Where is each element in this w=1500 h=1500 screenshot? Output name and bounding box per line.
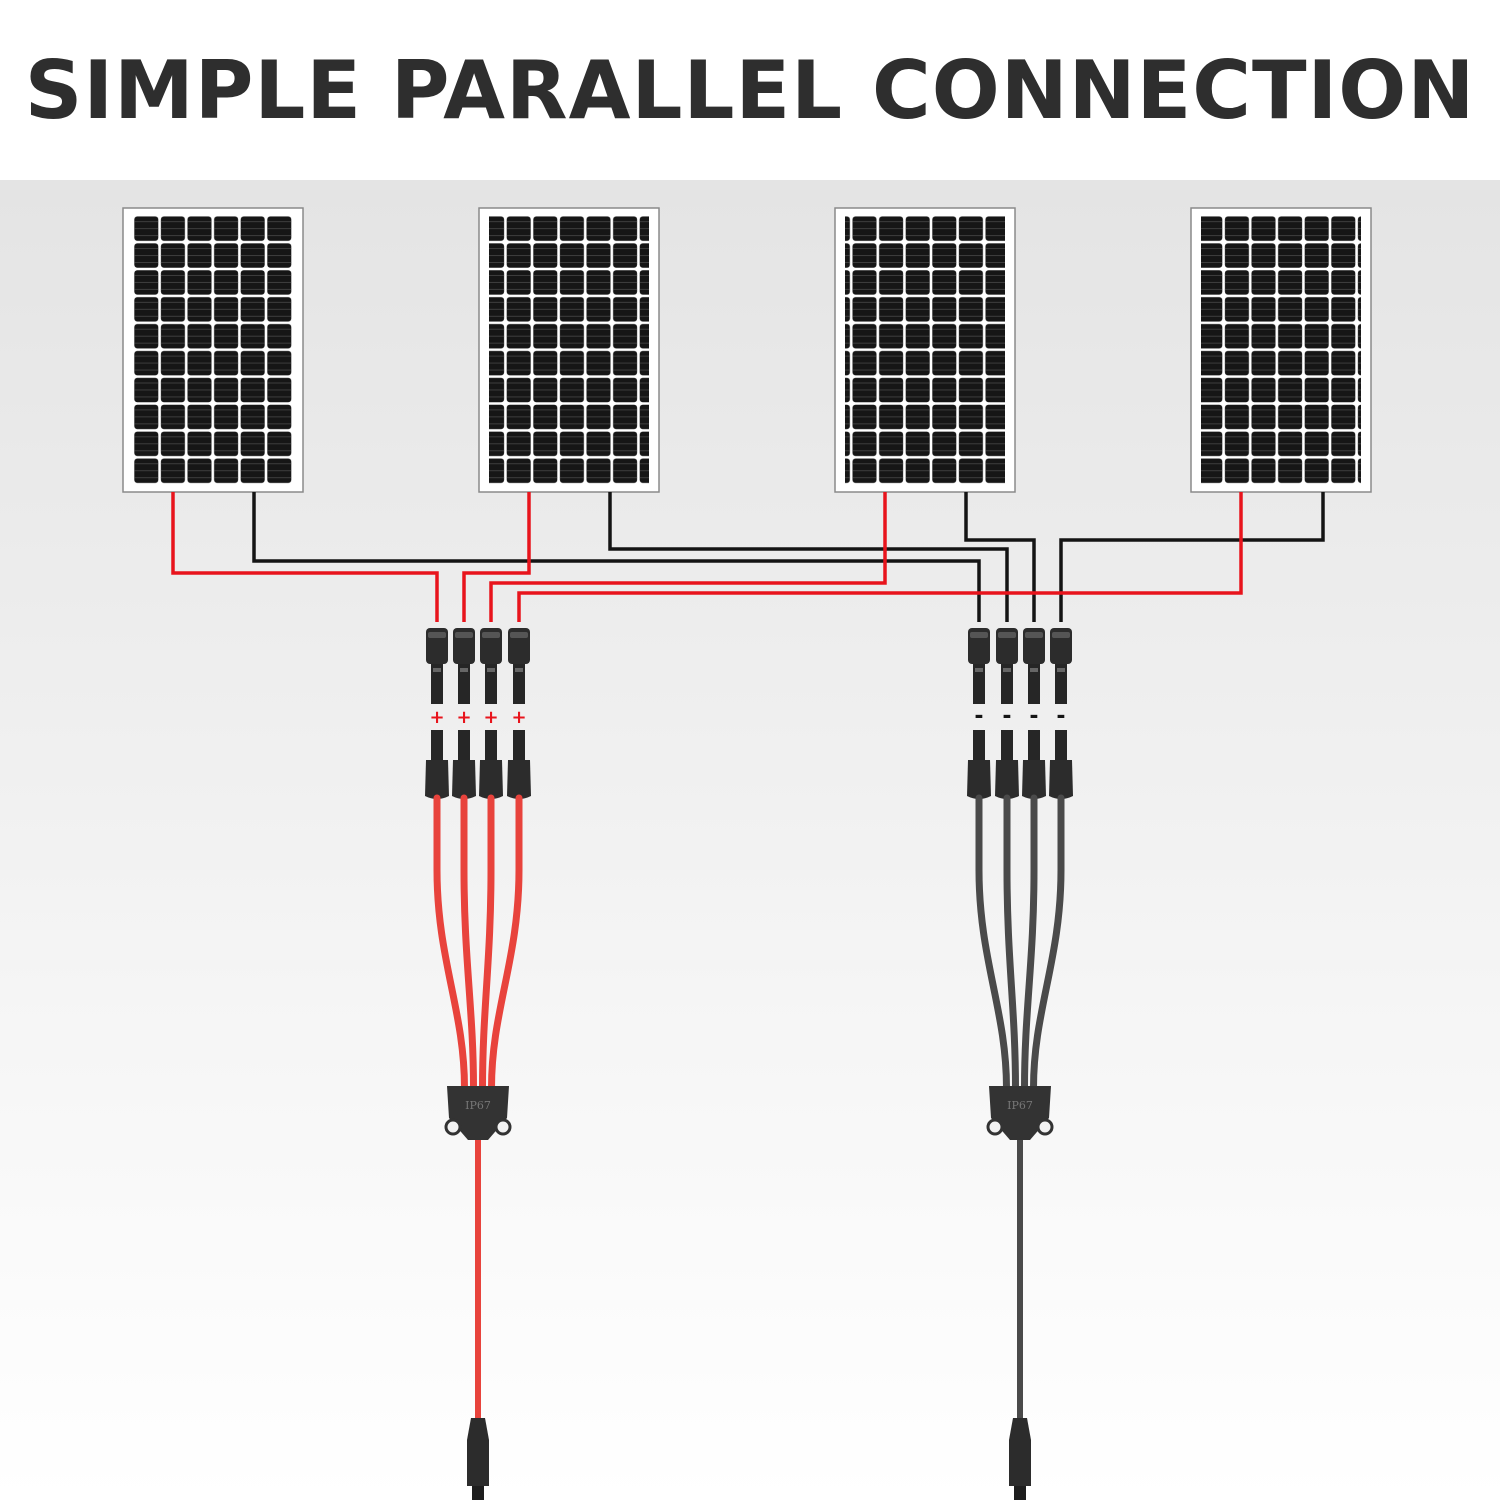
polarity-mark: - [1029,704,1038,729]
hub-mount-hole [444,1118,462,1136]
connector-ridge [455,632,473,638]
connector-body [485,664,497,704]
page-title: SIMPLE PARALLEL CONNECTION [24,43,1476,137]
socket-pin [1055,730,1067,760]
connector-body [973,664,985,704]
connector-ridge [428,632,446,638]
polarity-mark: - [1002,704,1011,729]
hub-mount-hole [1036,1118,1054,1136]
branch-hub [989,1086,1051,1140]
solar-panels [122,207,1372,493]
polarity-mark: - [974,704,983,729]
panel-wires [171,492,1325,622]
connector-ridge [482,632,500,638]
end-connector-tip [1014,1486,1026,1500]
connector-latch [487,668,495,672]
diagram-area: ++++IP67 ----IP67 [0,180,1500,1500]
socket-body [452,760,476,799]
connector-latch [1030,668,1038,672]
branch-cable [433,794,468,1092]
connector-ridge [970,632,988,638]
socket-pin [1028,730,1040,760]
positive-wire [489,492,887,622]
branch-hub [447,1086,509,1140]
panel-cells [489,216,649,485]
connector-latch [515,668,523,672]
connector-body [513,664,525,704]
socket-body [425,760,449,799]
positive-branch-connector: + + + + IP67 [425,628,531,1500]
polarity-mark: + [456,707,471,728]
hub-label: IP67 [1007,1099,1033,1112]
header: SIMPLE PARALLEL CONNECTION [0,0,1500,180]
wiring-diagram: ++++IP67 ----IP67 [122,207,1372,1500]
connector-ridge [1052,632,1070,638]
hub-mount-hole [986,1118,1004,1136]
connector-body [431,664,443,704]
connector-ridge [998,632,1016,638]
connector-latch [433,668,441,672]
positive-wire [462,492,531,622]
negative-wire [608,492,1009,622]
socket-body [1049,760,1073,799]
branch-cable [488,794,523,1092]
socket-body [967,760,991,799]
hub-mount-hole [494,1118,512,1136]
hub-label: IP67 [465,1099,491,1112]
branch-cable [1030,794,1065,1092]
connector-ridge [510,632,528,638]
solar-panel-4 [1190,207,1372,493]
panel-cells [1201,216,1361,485]
end-connector [467,1418,489,1486]
socket-pin [431,730,443,760]
socket-pin [485,730,497,760]
negative-wire [1059,492,1325,622]
socket-body [507,760,531,799]
polarity-mark: - [1056,704,1065,729]
branch-cable [1003,794,1019,1092]
solar-panel-2 [478,207,660,493]
socket-pin [513,730,525,760]
polarity-mark: + [429,707,444,728]
polarity-mark: + [483,707,498,728]
negative-wire [252,492,981,622]
connector-latch [975,668,983,672]
end-connector [1009,1418,1031,1486]
connector-latch [1003,668,1011,672]
connector-body [1028,664,1040,704]
negative-branch-connector: ----IP67 [967,628,1073,1500]
positive-wire [171,492,439,622]
socket-body [479,760,503,799]
socket-pin [973,730,985,760]
socket-pin [458,730,470,760]
branch-cable [1021,794,1038,1092]
branch-cable [975,794,1010,1092]
socket-body [1022,760,1046,799]
end-connector-tip [472,1486,484,1500]
connector-latch [460,668,468,672]
branch-cable [479,794,495,1092]
polarity-mark: + [511,707,526,728]
solar-panel-3 [834,207,1016,493]
positive-wire [517,492,1243,622]
socket-pin [1001,730,1013,760]
negative-wire [964,492,1036,622]
socket-body [995,760,1019,799]
connector-body [458,664,470,704]
connector-latch [1057,668,1065,672]
connector-body [1055,664,1067,704]
panel-cells [845,216,1005,485]
panel-cells [133,216,293,485]
connector-body [1001,664,1013,704]
branch-cable [460,794,477,1092]
connector-ridge [1025,632,1043,638]
solar-panel-1 [122,207,304,493]
